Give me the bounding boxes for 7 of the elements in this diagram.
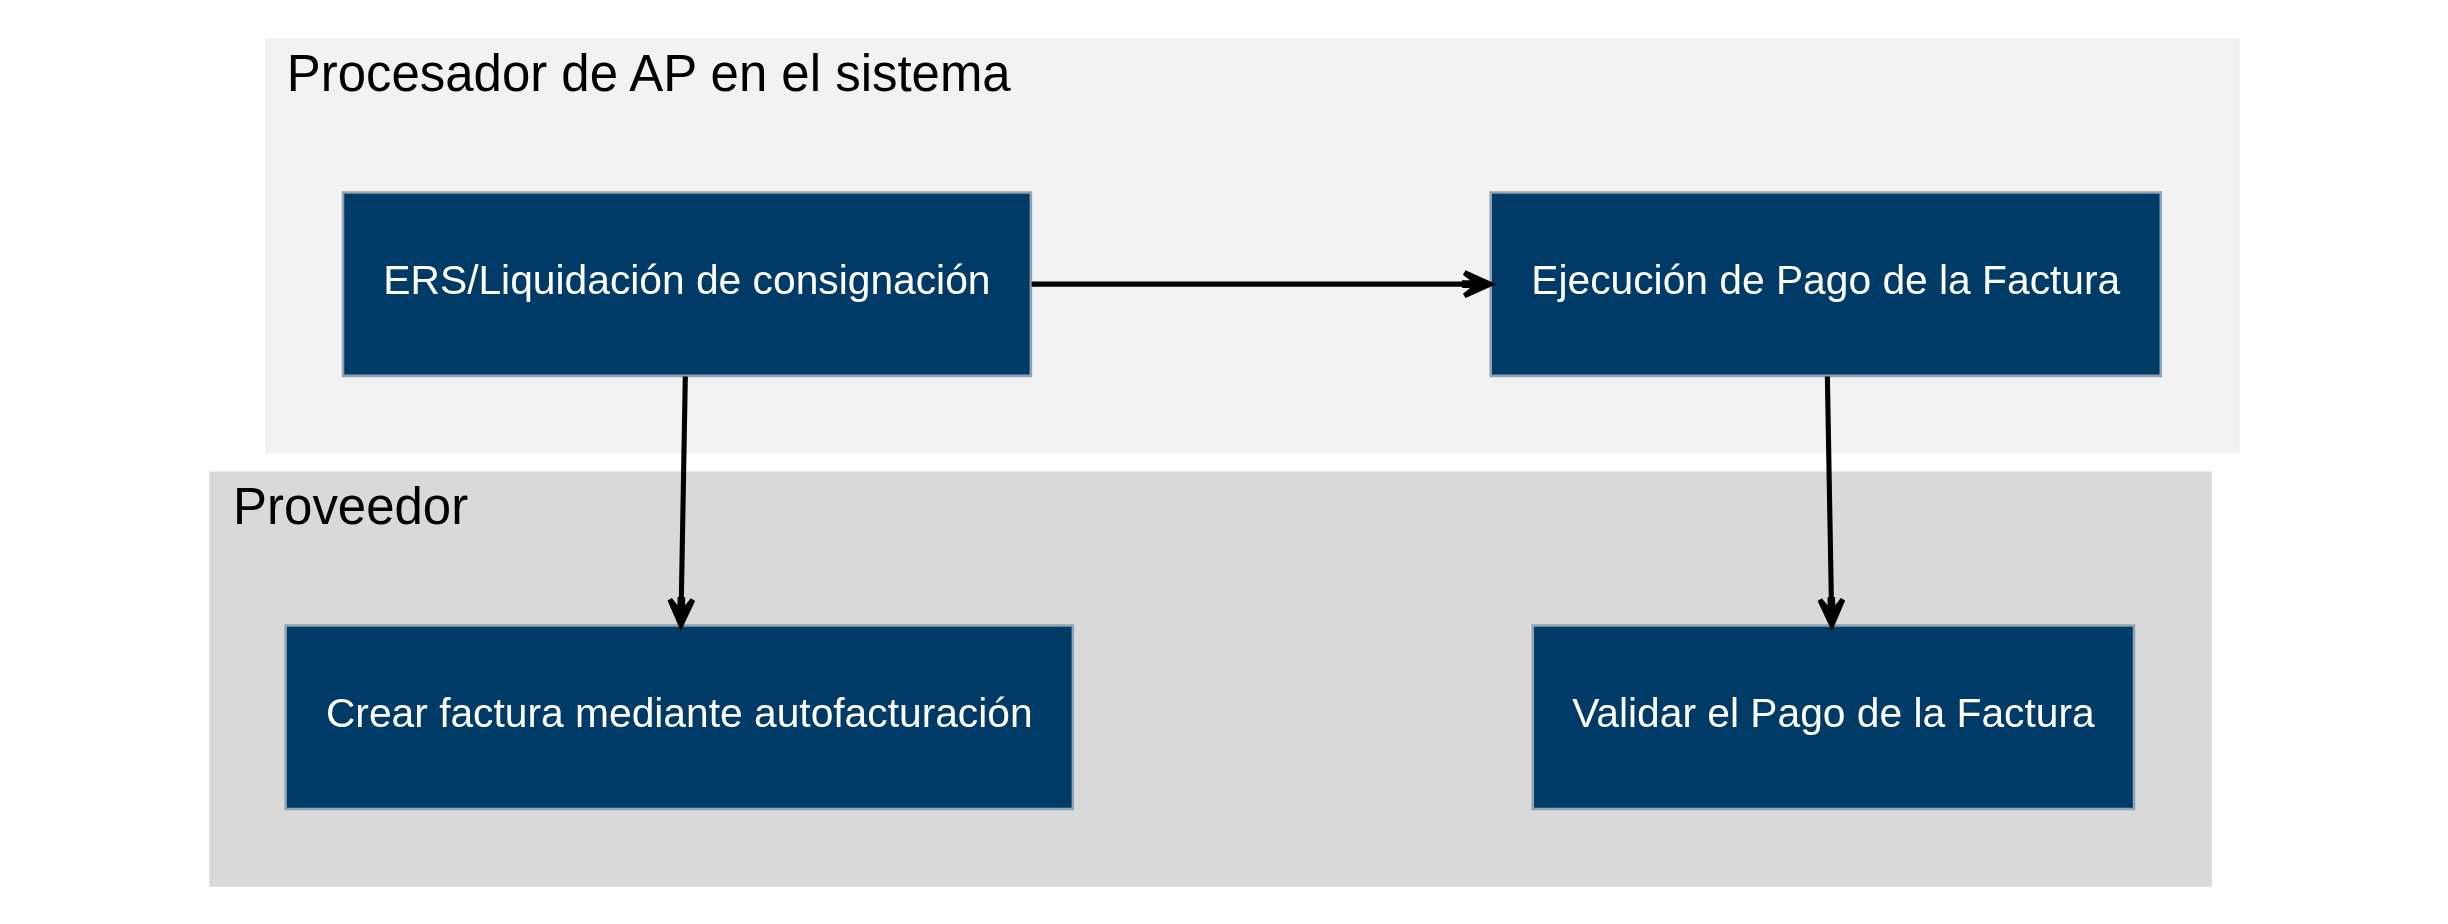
arrow [666, 375, 695, 628]
node-box: Ejecución de Pago de la Factura [1488, 190, 2162, 377]
arrow [1816, 375, 1845, 628]
node-box: Validar el Pago de la Factura [1531, 623, 2135, 810]
arrow [1031, 269, 1493, 298]
node-box: Crear factura mediante autofacturación [283, 623, 1074, 810]
node-box: ERS/Liquidación de consignación [341, 190, 1032, 377]
